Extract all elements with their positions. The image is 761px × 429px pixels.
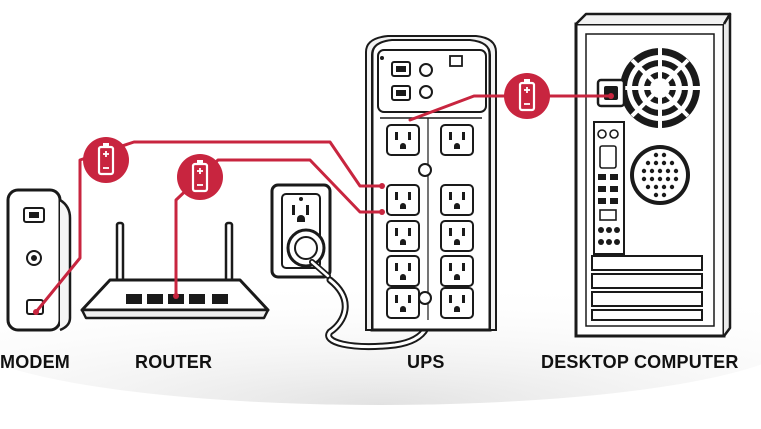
cable-modem-ups: [34, 140, 384, 314]
desktop-computer-label: DESKTOP COMPUTER: [541, 352, 739, 372]
ups-device: [365, 35, 497, 332]
desktop-computer: [574, 12, 732, 338]
router-label: ROUTER: [135, 352, 213, 372]
battery-icon: [81, 135, 131, 185]
battery-icon: [175, 152, 225, 202]
cable-ups-computer: [408, 94, 613, 122]
ups-label: UPS: [407, 352, 445, 372]
cable-router-ups: [174, 158, 384, 298]
modem-device: [6, 188, 72, 332]
wall-outlet: [270, 183, 332, 279]
connection-cables: [34, 94, 613, 314]
modem-label: MODEM: [0, 352, 70, 372]
battery-icon: [502, 71, 552, 121]
